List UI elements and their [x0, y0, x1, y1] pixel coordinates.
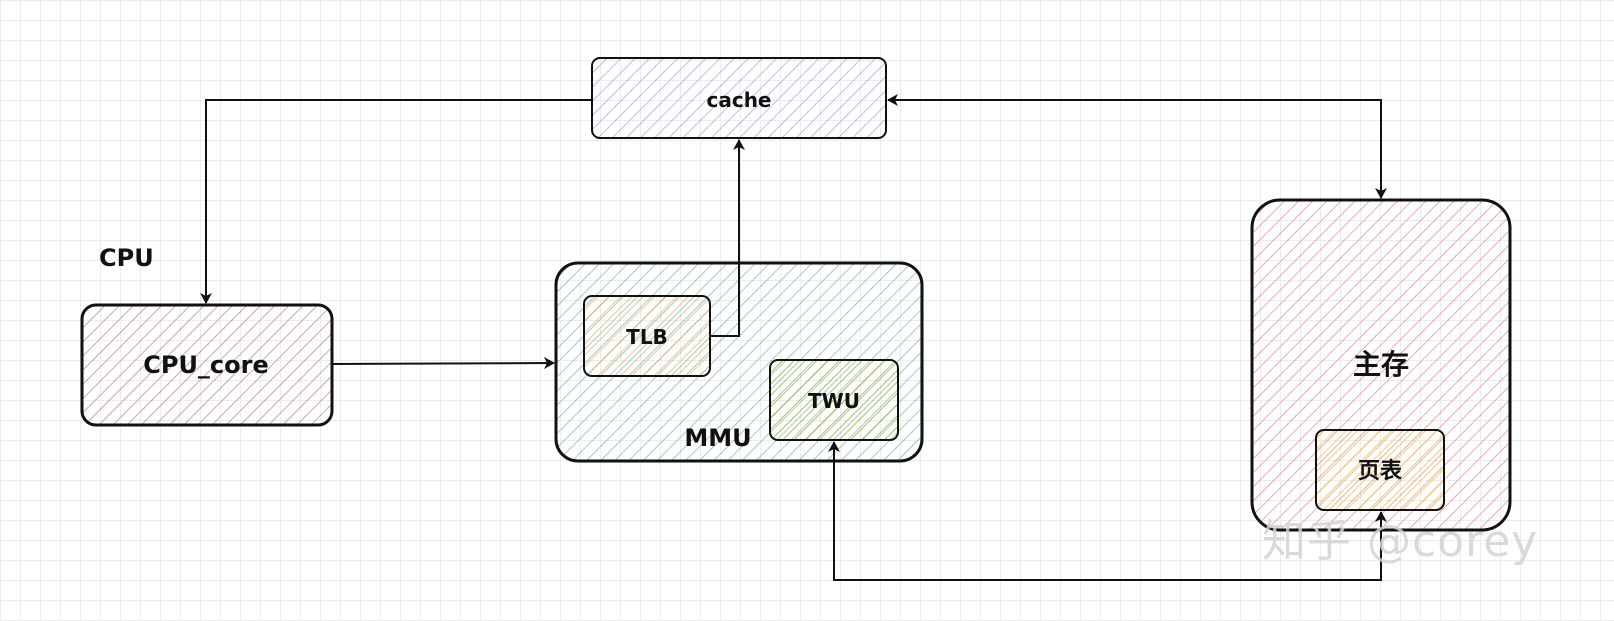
page-table-box: 页表	[1315, 429, 1445, 511]
cpu-group-label: CPU	[99, 244, 154, 272]
connector-tlb-to-cache	[710, 139, 745, 337]
cpu-core-label: CPU_core	[143, 351, 269, 379]
cache-label: cache	[706, 88, 771, 112]
connector-cpu-core-to-mmu	[331, 357, 555, 370]
connector-page-table-to-twu	[828, 441, 1387, 581]
main-memory-label: 主存	[1353, 348, 1409, 381]
connector-cache-main-memory	[887, 94, 1387, 199]
connector-cache-to-cpu-core	[200, 99, 592, 304]
tlb-box: TLB	[583, 295, 711, 377]
watermark: 知乎 @corey	[1262, 516, 1539, 567]
twu-box: TWU	[769, 359, 899, 441]
twu-label: TWU	[808, 389, 860, 413]
page-table-label: 页表	[1358, 459, 1403, 484]
cpu-core-box: CPU_core	[80, 303, 334, 427]
tlb-label: TLB	[626, 325, 668, 349]
mmu-label: MMU	[684, 424, 751, 452]
cache-box: cache	[591, 57, 887, 139]
